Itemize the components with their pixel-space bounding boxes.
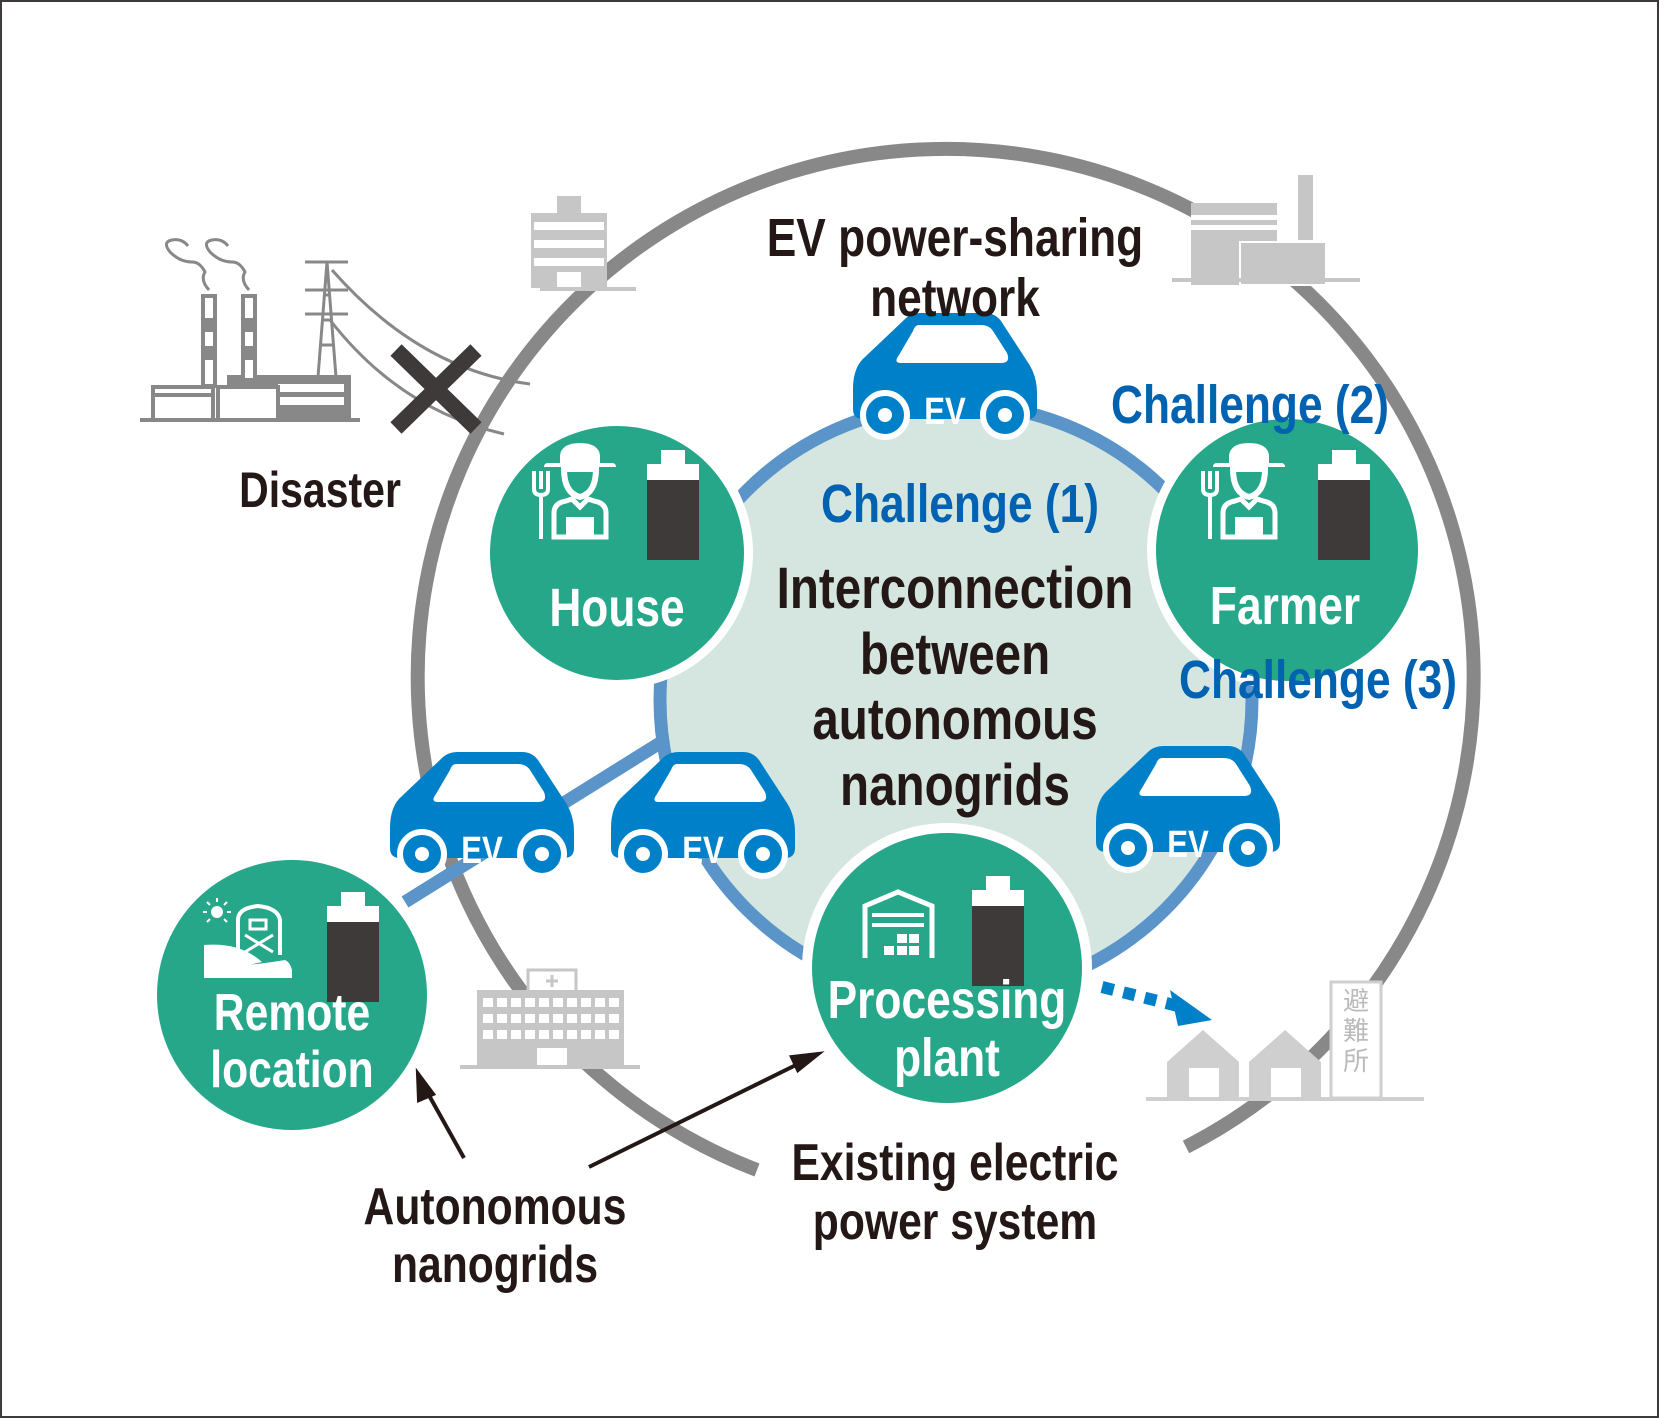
hospital-icon	[460, 968, 640, 1069]
existing-line2: power system	[812, 1193, 1098, 1252]
node-processing-plant[interactable]	[802, 823, 1092, 1113]
power-plant-icon	[140, 238, 531, 436]
challenge-1-label[interactable]: Challenge (1)	[820, 474, 1100, 534]
autonomous-line2: nanogrids	[391, 1236, 599, 1295]
node-house[interactable]	[481, 417, 753, 689]
broken-line-x-icon	[390, 344, 482, 434]
existing-line1: Existing electric	[791, 1134, 1119, 1192]
ev-label-top: EV	[924, 391, 966, 433]
center-line3: autonomous	[812, 687, 1098, 753]
callout-arrows	[415, 1051, 825, 1169]
challenge-2-label[interactable]: Challenge (2)	[1110, 375, 1390, 435]
network-title-line2: network	[870, 268, 1040, 329]
autonomous-nanogrids-callout: Autonomous nanogrids	[360, 1178, 631, 1294]
evacuation-shelter-icon	[1146, 980, 1424, 1101]
shelter-sign-char-3: 所	[1343, 1047, 1369, 1077]
network-title: EV power-sharing network	[746, 208, 1164, 329]
processing-plant-label: Processing plant	[824, 970, 1070, 1088]
node-remote-location[interactable]	[157, 860, 427, 1130]
remote-line2: location	[210, 1041, 374, 1100]
existing-power-system-callout: Existing electric power system	[779, 1134, 1132, 1253]
shelter-sign-char-2: 難	[1343, 1017, 1369, 1047]
barn-icon	[203, 898, 292, 978]
ev-label-left: EV	[461, 830, 503, 872]
node-farmer[interactable]	[1147, 410, 1427, 690]
autonomous-line1: Autonomous	[363, 1178, 627, 1236]
center-description: Interconnection between autonomous nanog…	[746, 556, 1164, 818]
house-label: House	[549, 578, 685, 638]
remote-location-label: Remote location	[194, 984, 391, 1100]
hospital-windows	[483, 998, 619, 1065]
center-line4: nanogrids	[840, 752, 1070, 818]
warehouse-icon	[862, 889, 935, 958]
center-line1: Interconnection	[776, 556, 1134, 621]
farmer-label: Farmer	[1209, 576, 1361, 636]
office-building-icon	[531, 196, 636, 291]
network-title-line1: EV power-sharing	[766, 208, 1144, 268]
center-line2: between	[859, 621, 1051, 687]
remote-line1: Remote	[213, 984, 371, 1042]
ev-label-middle: EV	[682, 830, 724, 872]
plant-line2: plant	[894, 1027, 1000, 1088]
factory-icon	[1172, 175, 1360, 286]
disaster-label: Disaster	[239, 462, 401, 518]
ev-label-right: EV	[1167, 824, 1209, 866]
evacuation-arrow	[1100, 981, 1212, 1026]
challenge-3-label[interactable]: Challenge (3)	[1178, 650, 1458, 710]
shelter-sign-char-1: 避	[1343, 987, 1369, 1017]
plant-line1: Processing	[827, 970, 1067, 1030]
